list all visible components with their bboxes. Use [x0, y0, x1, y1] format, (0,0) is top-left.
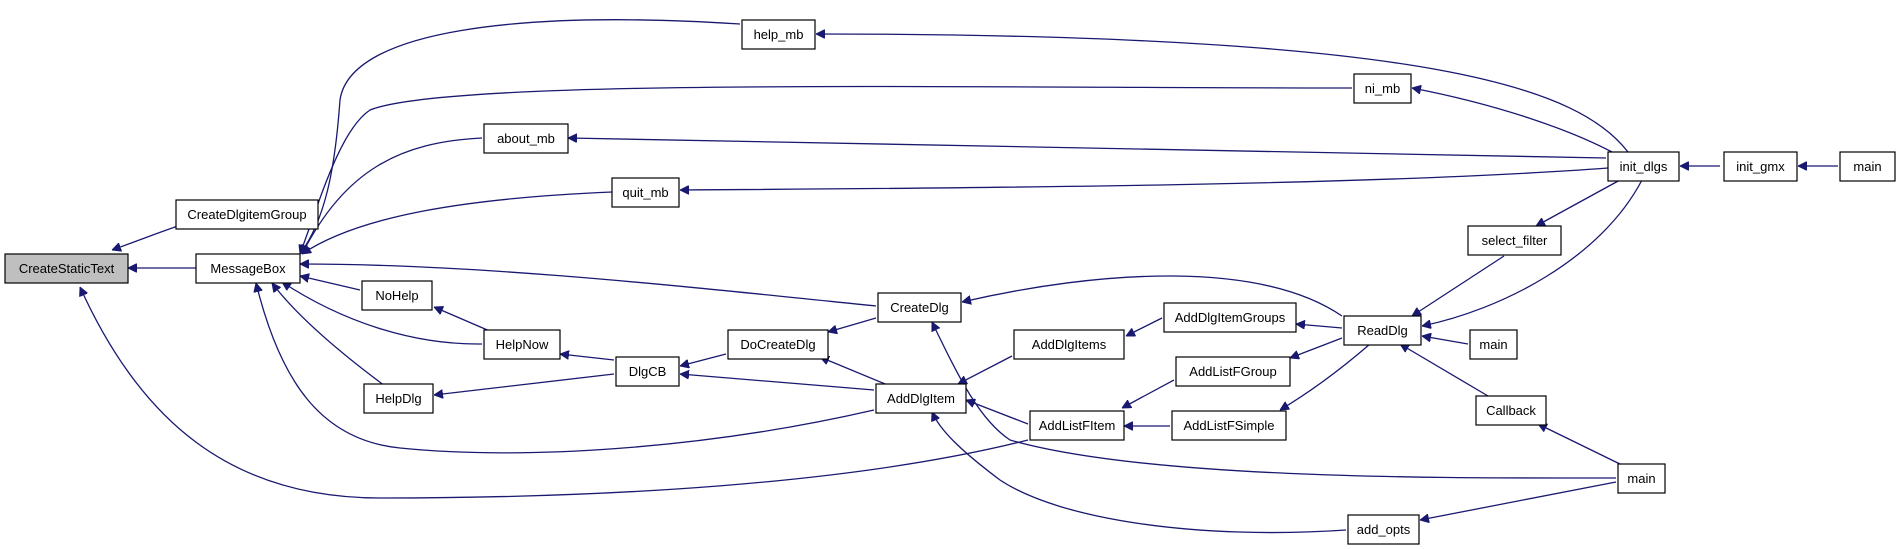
node-ni-mb[interactable]: ni_mb: [1353, 73, 1412, 104]
node-label: init_gmx: [1736, 159, 1785, 174]
node-label: init_dlgs: [1620, 159, 1668, 174]
edge-nimb-messagebox: [300, 85, 1353, 254]
node-label: about_mb: [497, 131, 555, 146]
edge-initdlgs-selectfilter: [1536, 179, 1621, 227]
node-label: HelpDlg: [375, 391, 421, 406]
node-label: CreateStaticText: [19, 261, 115, 276]
node-add-dlg-item-groups[interactable]: AddDlgItemGroups: [1163, 302, 1297, 333]
edge-readdlg-addlistfgroup: [1290, 337, 1343, 358]
edge-adddlgitem-dlgcb: [680, 374, 875, 391]
node-label: MessageBox: [210, 261, 286, 276]
edge-addlistfgroup-addlistfitem: [1122, 379, 1175, 409]
edge-callback-readdlg: [1400, 343, 1489, 397]
node-create-static-text[interactable]: CreateStaticText: [4, 253, 129, 284]
edge-readdlg-createdlg: [962, 275, 1343, 317]
edge-helpnow-messagebox: [282, 282, 483, 345]
node-label: quit_mb: [622, 185, 668, 200]
node-label: DlgCB: [629, 364, 667, 379]
edge-docreatedlg-dlgcb: [680, 353, 727, 366]
edge-helpnow-nohelp: [434, 307, 493, 333]
node-label: AddDlgItem: [887, 391, 955, 406]
edge-dlgcb-helpnow: [560, 354, 615, 361]
edge-aboutmb-messagebox: [301, 137, 483, 254]
node-callback[interactable]: Callback: [1475, 395, 1547, 426]
node-help-now[interactable]: HelpNow: [483, 329, 561, 360]
node-select-filter[interactable]: select_filter: [1467, 225, 1562, 256]
edge-selectfilter-readdlg: [1412, 255, 1505, 316]
edge-quitmb-messagebox: [302, 191, 613, 254]
node-add-list-f-group[interactable]: AddListFGroup: [1175, 356, 1291, 387]
node-add-list-f-item[interactable]: AddListFItem: [1029, 410, 1125, 441]
edges: [80, 19, 1838, 534]
node-label: help_mb: [754, 27, 804, 42]
edge-main-createdlg: [932, 322, 1617, 479]
node-about-mb[interactable]: about_mb: [483, 123, 569, 154]
node-read-dlg[interactable]: ReadDlg: [1343, 315, 1422, 346]
node-label: NoHelp: [375, 288, 418, 303]
node-label: CreateDlgitemGroup: [187, 207, 306, 222]
edge-readdlg-adddlgitemgroups: [1296, 324, 1343, 328]
edge-main-callback: [1538, 423, 1625, 467]
node-no-help[interactable]: NoHelp: [361, 280, 433, 311]
node-main-b[interactable]: main: [1617, 463, 1666, 494]
node-message-box[interactable]: MessageBox: [195, 253, 301, 284]
edge-nohelp-messagebox: [300, 276, 361, 291]
node-label: add_opts: [1357, 522, 1411, 537]
edge-dlgcb-helpdlg: [434, 373, 615, 395]
node-label: AddDlgItemGroups: [1175, 310, 1286, 325]
node-label: ReadDlg: [1357, 323, 1408, 338]
node-label: DoCreateDlg: [740, 337, 815, 352]
node-label: main: [1853, 159, 1881, 174]
node-main-a[interactable]: main: [1469, 329, 1518, 360]
node-label: AddListFSimple: [1183, 418, 1274, 433]
edge-readdlg-addlistfsimple: [1280, 343, 1371, 411]
edge-adddlgitems-adddlgitem: [958, 355, 1013, 385]
edge-adddlgitemgroups-adddlgitems: [1126, 317, 1163, 337]
edge-main-addopts: [1420, 481, 1617, 520]
node-dlg-cb[interactable]: DlgCB: [615, 356, 680, 387]
node-create-dlg[interactable]: CreateDlg: [877, 292, 962, 323]
edge-addopts-adddlgitem: [932, 412, 1347, 534]
node-add-dlg-item[interactable]: AddDlgItem: [875, 383, 967, 414]
node-add-list-f-simple[interactable]: AddListFSimple: [1171, 410, 1287, 441]
edge-main-readdlg: [1422, 336, 1469, 345]
node-label: select_filter: [1482, 233, 1548, 248]
edge-initdlgs-quitmb: [680, 167, 1609, 190]
node-label: HelpNow: [496, 337, 549, 352]
node-label: CreateDlg: [890, 300, 949, 315]
node-add-dlg-items[interactable]: AddDlgItems: [1013, 329, 1125, 360]
edge-createdlg-messagebox: [300, 264, 877, 307]
edge-initdlgs-aboutmb: [568, 138, 1607, 159]
node-label: AddListFItem: [1039, 418, 1116, 433]
edge-adddlgitem-docreatedlg: [820, 357, 891, 387]
node-quit-mb[interactable]: quit_mb: [611, 177, 680, 208]
node-label: main: [1627, 471, 1655, 486]
node-label: AddDlgItems: [1032, 337, 1107, 352]
edge-addlistfitem-adddlgitem: [966, 400, 1029, 425]
nodes: CreateStaticText MessageBox CreateDlgite…: [4, 19, 1896, 545]
node-help-dlg[interactable]: HelpDlg: [363, 383, 434, 414]
node-label: AddListFGroup: [1189, 364, 1276, 379]
edge-initdlgs-readdlg: [1422, 179, 1643, 326]
node-create-dlgitem-group[interactable]: CreateDlgitemGroup: [175, 199, 319, 230]
node-add-opts[interactable]: add_opts: [1347, 514, 1420, 545]
edge-adddlgitem-messagebox: [256, 283, 875, 454]
node-init-gmx[interactable]: init_gmx: [1723, 151, 1798, 182]
node-label: ni_mb: [1365, 81, 1400, 96]
node-help-mb[interactable]: help_mb: [741, 19, 816, 50]
node-label: Callback: [1486, 403, 1536, 418]
node-do-create-dlg[interactable]: DoCreateDlg: [727, 329, 829, 360]
node-init-dlgs[interactable]: init_dlgs: [1607, 151, 1680, 182]
edge-initdlgs-helpmb: [816, 34, 1629, 153]
edge-addlistfitem-createstatictext: [80, 287, 1029, 499]
node-main-c[interactable]: main: [1839, 151, 1896, 182]
node-label: main: [1479, 337, 1507, 352]
edge-helpmb-messagebox: [300, 19, 741, 254]
edge-createdlgitemgroup-createstatictext: [112, 225, 179, 250]
edge-initdlgs-nimb: [1412, 88, 1613, 153]
edge-createdlg-docreatedlg: [828, 317, 877, 332]
edge-helpdlg-messagebox: [272, 283, 386, 387]
